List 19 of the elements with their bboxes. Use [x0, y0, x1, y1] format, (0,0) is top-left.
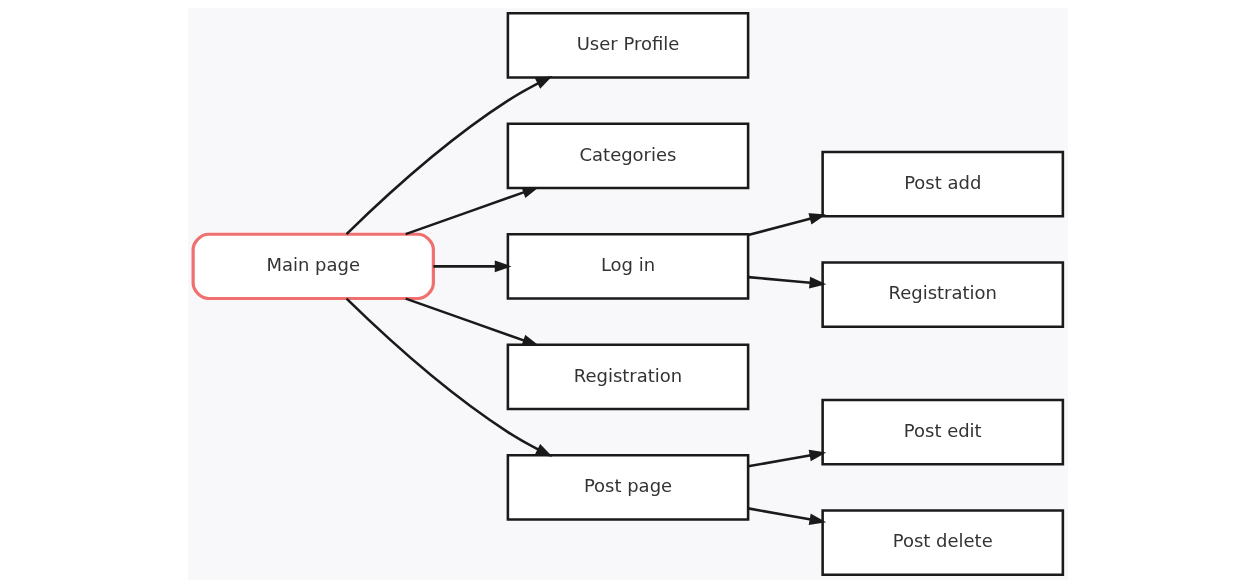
node-box: Log in — [506, 232, 750, 300]
arrow — [345, 297, 553, 457]
node-box: Post edit — [821, 398, 1065, 466]
node-box: Post add — [821, 150, 1065, 218]
node-box: Categories — [506, 122, 750, 190]
node-box: Registration — [821, 261, 1065, 329]
node-box: Main page — [191, 232, 435, 301]
arrow — [433, 260, 512, 273]
arrow — [747, 213, 827, 237]
arrow — [748, 275, 827, 289]
node-box: User Profile — [506, 12, 750, 79]
arrow — [405, 297, 540, 346]
node-box: Post delete — [821, 509, 1065, 576]
arrow — [345, 76, 553, 235]
arrow — [747, 507, 827, 526]
node-box: Registration — [506, 343, 750, 411]
node-box: Post page — [506, 453, 750, 521]
arrow — [747, 449, 827, 468]
arrow — [405, 186, 540, 236]
